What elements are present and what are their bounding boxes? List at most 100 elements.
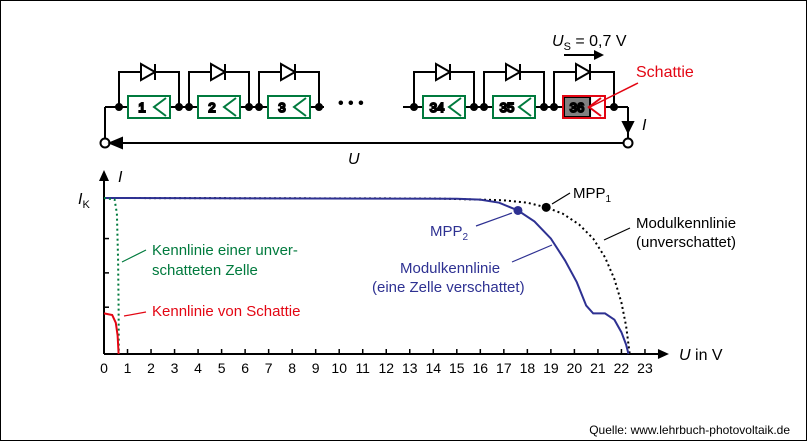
cell-label: 36 bbox=[570, 100, 584, 115]
junction-dot bbox=[550, 103, 558, 111]
solar-cell: 34 bbox=[422, 95, 466, 119]
bypass-diode-icon bbox=[210, 62, 228, 82]
cell-label: 34 bbox=[430, 100, 444, 115]
cell-unshaded-label-1: Kennlinie einer unver- bbox=[152, 242, 298, 259]
x-tick-label: 16 bbox=[473, 360, 489, 376]
series-line bbox=[103, 197, 120, 355]
circuit-wires bbox=[99, 62, 635, 150]
x-tick-label: 21 bbox=[590, 360, 606, 376]
mpp2-label: MPP2 bbox=[430, 223, 469, 243]
module-shaded-label-1: Modulkennlinie bbox=[400, 260, 500, 277]
junction-dot bbox=[245, 103, 253, 111]
x-tick-label: 6 bbox=[241, 360, 249, 376]
module-shaded-label-2: (eine Zelle verschattet) bbox=[372, 279, 525, 296]
cell-frame bbox=[492, 95, 536, 119]
junction-dot bbox=[115, 103, 123, 111]
junction-dot bbox=[175, 103, 183, 111]
x-tick-label: 8 bbox=[288, 360, 296, 376]
cell-label: 1 bbox=[138, 100, 145, 115]
mpp-marker bbox=[541, 202, 551, 212]
x-tick-label: 23 bbox=[637, 360, 653, 376]
junction-dot bbox=[255, 103, 263, 111]
x-tick-label: 9 bbox=[312, 360, 320, 376]
x-tick-label: 14 bbox=[425, 360, 441, 376]
chart-axes bbox=[99, 170, 669, 359]
cell-label: 35 bbox=[500, 100, 514, 115]
bypass-diode-icon bbox=[575, 62, 593, 82]
y-shortcircuit-label: IK bbox=[78, 191, 90, 211]
module-shaded-pointer bbox=[511, 244, 553, 263]
x-tick-label: 5 bbox=[218, 360, 226, 376]
bypass-diode-icon bbox=[505, 62, 523, 82]
circuit-diagram: 1 2 3 34 35 36 bbox=[99, 62, 635, 150]
x-tick-label: 18 bbox=[520, 360, 536, 376]
x-tick-label: 12 bbox=[378, 360, 394, 376]
x-axis-label: U in V bbox=[679, 347, 723, 364]
cell-frame bbox=[267, 95, 311, 119]
cell-symbol-icon bbox=[222, 97, 237, 117]
junction-dot bbox=[315, 103, 323, 111]
x-tick-label: 13 bbox=[402, 360, 418, 376]
cell-unshaded-label-2: schatteten Zelle bbox=[152, 262, 258, 279]
module-unshaded-label-1: Modulkennlinie bbox=[636, 215, 736, 232]
bypass-diode-icon bbox=[140, 62, 158, 82]
bypass-diode-icon bbox=[280, 62, 298, 82]
x-tick-label: 0 bbox=[100, 360, 108, 376]
x-tick-label: 3 bbox=[171, 360, 179, 376]
current-label: I bbox=[642, 117, 647, 134]
cell-symbol-icon bbox=[447, 97, 462, 117]
module-voltage-label: U bbox=[348, 151, 360, 168]
terminal-right bbox=[622, 137, 634, 149]
series-line bbox=[103, 312, 120, 355]
cell-label: 3 bbox=[278, 100, 285, 115]
bypass-diode-icon bbox=[435, 62, 453, 82]
x-tick-label: 7 bbox=[265, 360, 273, 376]
y-axis-arrowhead bbox=[99, 170, 109, 181]
x-tick-label: 1 bbox=[124, 360, 132, 376]
cell-frame bbox=[127, 95, 171, 119]
cell-unshaded-pointer bbox=[121, 249, 147, 263]
current-arrowhead bbox=[621, 121, 635, 135]
module-voltage-arrowhead bbox=[107, 136, 123, 150]
mpp1-pointer bbox=[551, 192, 571, 205]
x-tick-label: 4 bbox=[194, 360, 202, 376]
cell-voltage-arrowhead bbox=[594, 50, 604, 60]
junction-dot bbox=[410, 103, 418, 111]
solar-cell: 1 bbox=[127, 95, 171, 119]
mpp-marker bbox=[513, 205, 523, 215]
cell-frame bbox=[562, 95, 606, 119]
circuit-ellipsis: • • • bbox=[338, 95, 364, 112]
source-credit: Quelle: www.lehrbuch-photovoltaik.de bbox=[589, 423, 790, 437]
cell-symbol-icon bbox=[517, 97, 532, 117]
cell-label: 2 bbox=[208, 100, 215, 115]
x-tick-label: 19 bbox=[543, 360, 559, 376]
solar-cell: 3 bbox=[267, 95, 311, 119]
mpp2-pointer bbox=[475, 212, 513, 227]
solar-cell: 36 bbox=[562, 95, 606, 119]
module-unshaded-pointer bbox=[603, 227, 631, 241]
junction-dot bbox=[480, 103, 488, 111]
solar-cell: 2 bbox=[197, 95, 241, 119]
y-axis-label: I bbox=[118, 169, 123, 186]
shaded-cell-pointer bbox=[587, 82, 639, 109]
mpp1-label: MPP1 bbox=[573, 185, 612, 205]
module-unshaded-label-2: (unverschattet) bbox=[636, 234, 736, 251]
x-tick-label: 20 bbox=[567, 360, 583, 376]
cell-shaded-pointer bbox=[123, 311, 147, 317]
x-tick-label: 2 bbox=[147, 360, 155, 376]
chart-markers bbox=[513, 202, 551, 215]
x-tick-label: 10 bbox=[331, 360, 347, 376]
junction-dot bbox=[185, 103, 193, 111]
x-tick-label: 22 bbox=[614, 360, 630, 376]
circuit-cells: 1 2 3 34 35 36 bbox=[127, 95, 606, 119]
x-tick-label: 15 bbox=[449, 360, 465, 376]
x-tick-label: 17 bbox=[496, 360, 512, 376]
cell-shaded-label: Kennlinie von Schattie bbox=[152, 303, 300, 320]
chart-series bbox=[103, 197, 631, 355]
junction-dot bbox=[470, 103, 478, 111]
shaded-cell-label: Schattie bbox=[636, 64, 694, 81]
x-axis-arrowhead bbox=[657, 349, 669, 359]
